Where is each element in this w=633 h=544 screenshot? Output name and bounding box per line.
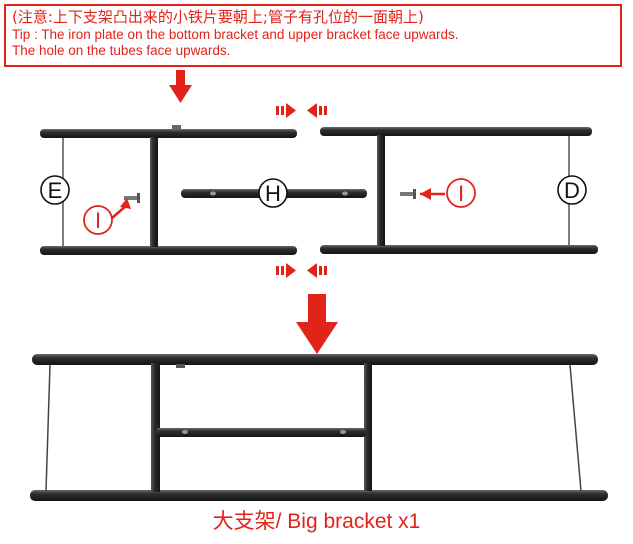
right-frame-bottom-tube (320, 245, 598, 254)
tip-note-box: (注意:上下支架凸出来的小铁片要朝上;管子有孔位的一面朝上) Tip : The… (4, 4, 622, 67)
right-frame-upright (377, 135, 385, 246)
label-circle-i-left (83, 205, 113, 235)
right-frame-d: D I (320, 127, 598, 254)
label-circle-h (258, 178, 288, 208)
assembled-right-upright (364, 363, 372, 491)
top-down-arrow-icon (169, 70, 192, 103)
right-frame-top-tube (320, 127, 592, 136)
caption-big-bracket: 大支架/ Big bracket x1 (212, 510, 421, 533)
assembly-step-arrow-icon (296, 294, 338, 354)
tip-note-english-line2: The hole on the tubes face upwards. (12, 42, 231, 58)
label-circle-e (40, 175, 70, 205)
assembled-left-upright (151, 363, 160, 492)
left-frame-bottom-tube (40, 246, 297, 255)
label-circle-d (557, 175, 587, 205)
tip-note-english-line1: Tip : The iron plate on the bottom brack… (12, 26, 459, 42)
assembled-top-joint (176, 364, 185, 368)
join-arrows-top-icon (276, 103, 327, 118)
label-circle-i-right (446, 178, 476, 208)
middle-tube-hole-right (342, 191, 348, 196)
left-frame-upright (150, 137, 158, 247)
middle-tube-hole-left (210, 191, 216, 196)
label-i-left: I (95, 208, 101, 233)
screw-left-pointer-head-icon (120, 198, 131, 209)
label-h: H (265, 181, 281, 206)
assembled-top-tube (32, 354, 598, 365)
tip-note-chinese: (注意:上下支架凸出来的小铁片要朝上;管子有孔位的一面朝上) (12, 8, 424, 26)
iron-plate-tab (172, 125, 181, 130)
assembled-bracket (30, 354, 608, 501)
assembled-middle-hole-right (340, 430, 346, 434)
middle-tube-h: H (181, 178, 367, 208)
left-frame-top-tube (40, 129, 297, 138)
join-arrows-bottom-icon (276, 263, 327, 278)
label-d: D (564, 178, 580, 203)
exploded-view: E I H (40, 70, 598, 278)
screw-right-icon (400, 189, 416, 199)
screw-left-icon (124, 193, 140, 203)
assembled-middle-tube (156, 428, 366, 437)
assembled-left-end-wire (45, 364, 51, 492)
left-frame-e: E I (40, 125, 297, 255)
assembled-middle-hole-left (182, 430, 188, 434)
assembled-bottom-tube (30, 490, 608, 501)
assembled-right-end-wire (569, 364, 582, 492)
label-i-right: I (458, 181, 464, 206)
screw-right-pointer-head-icon (420, 188, 431, 200)
label-e: E (48, 178, 63, 203)
